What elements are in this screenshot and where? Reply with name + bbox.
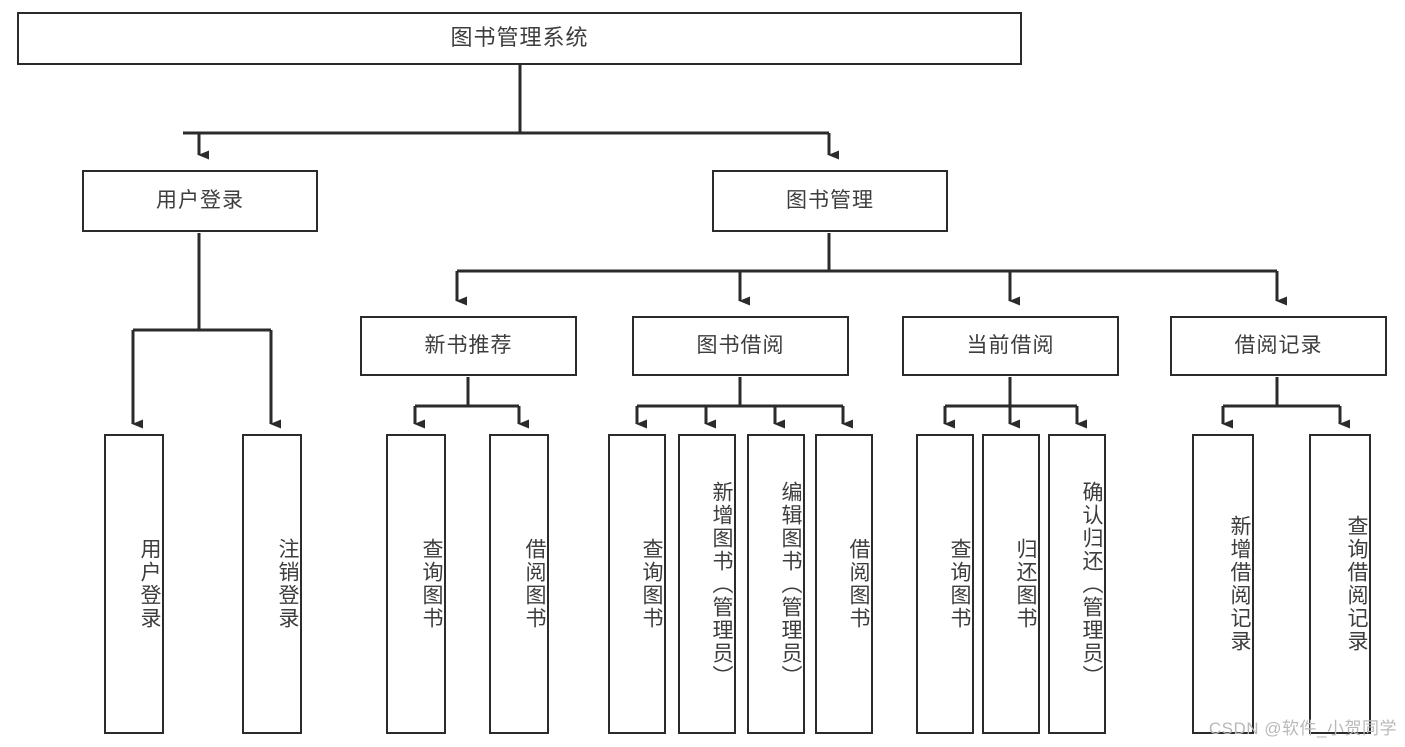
node-leaf-borrow-book-1-label: 借阅图书 <box>523 538 546 630</box>
node-root[interactable]: 图书管理系统 <box>17 12 1022 65</box>
node-borrow-record[interactable]: 借阅记录 <box>1170 316 1387 376</box>
node-book-manage[interactable]: 图书管理 <box>712 170 948 232</box>
node-new-book-recommend[interactable]: 新书推荐 <box>360 316 577 376</box>
node-leaf-query-book-2-label: 查询图书 <box>640 538 663 630</box>
node-leaf-query-record[interactable]: 查询借阅记录 <box>1309 434 1371 734</box>
node-leaf-user-login-label: 用户登录 <box>138 538 161 630</box>
node-leaf-user-login[interactable]: 用户登录 <box>104 434 164 734</box>
node-current-borrow[interactable]: 当前借阅 <box>902 316 1119 376</box>
watermark-text: CSDN @软件_小贺同学 <box>1208 719 1397 738</box>
node-leaf-query-book-3-label: 查询图书 <box>948 538 971 630</box>
node-leaf-borrow-book-2-label: 借阅图书 <box>847 538 870 630</box>
node-user-login[interactable]: 用户登录 <box>82 170 318 232</box>
node-user-login-label: 用户登录 <box>156 188 244 212</box>
node-book-manage-label: 图书管理 <box>786 188 874 212</box>
node-root-label: 图书管理系统 <box>450 25 589 51</box>
node-leaf-query-record-label: 查询借阅记录 <box>1345 515 1368 653</box>
node-leaf-edit-book[interactable]: 编辑图书（管理员） <box>747 434 805 734</box>
node-current-borrow-label: 当前借阅 <box>966 333 1055 357</box>
node-leaf-logout-label: 注销登录 <box>276 538 299 630</box>
node-leaf-return-book-label: 归还图书 <box>1014 538 1037 630</box>
node-leaf-query-book-1[interactable]: 查询图书 <box>386 434 446 734</box>
node-leaf-confirm-return-label: 确认归还（管理员） <box>1080 480 1103 688</box>
node-leaf-borrow-book-1[interactable]: 借阅图书 <box>489 434 549 734</box>
node-leaf-add-record-label: 新增借阅记录 <box>1228 515 1251 653</box>
node-leaf-edit-book-label: 编辑图书（管理员） <box>779 480 802 688</box>
node-leaf-logout[interactable]: 注销登录 <box>242 434 302 734</box>
node-leaf-query-book-2[interactable]: 查询图书 <box>608 434 666 734</box>
node-leaf-borrow-book-2[interactable]: 借阅图书 <box>815 434 873 734</box>
node-leaf-add-record[interactable]: 新增借阅记录 <box>1192 434 1254 734</box>
node-leaf-add-book-label: 新增图书（管理员） <box>710 480 733 688</box>
node-book-borrow[interactable]: 图书借阅 <box>632 316 849 376</box>
node-borrow-record-label: 借阅记录 <box>1234 333 1323 357</box>
node-leaf-add-book[interactable]: 新增图书（管理员） <box>678 434 736 734</box>
node-leaf-return-book[interactable]: 归还图书 <box>982 434 1040 734</box>
node-new-book-recommend-label: 新书推荐 <box>424 333 513 357</box>
node-leaf-query-book-1-label: 查询图书 <box>420 538 443 630</box>
node-leaf-confirm-return[interactable]: 确认归还（管理员） <box>1048 434 1106 734</box>
node-book-borrow-label: 图书借阅 <box>696 333 785 357</box>
node-leaf-query-book-3[interactable]: 查询图书 <box>916 434 974 734</box>
